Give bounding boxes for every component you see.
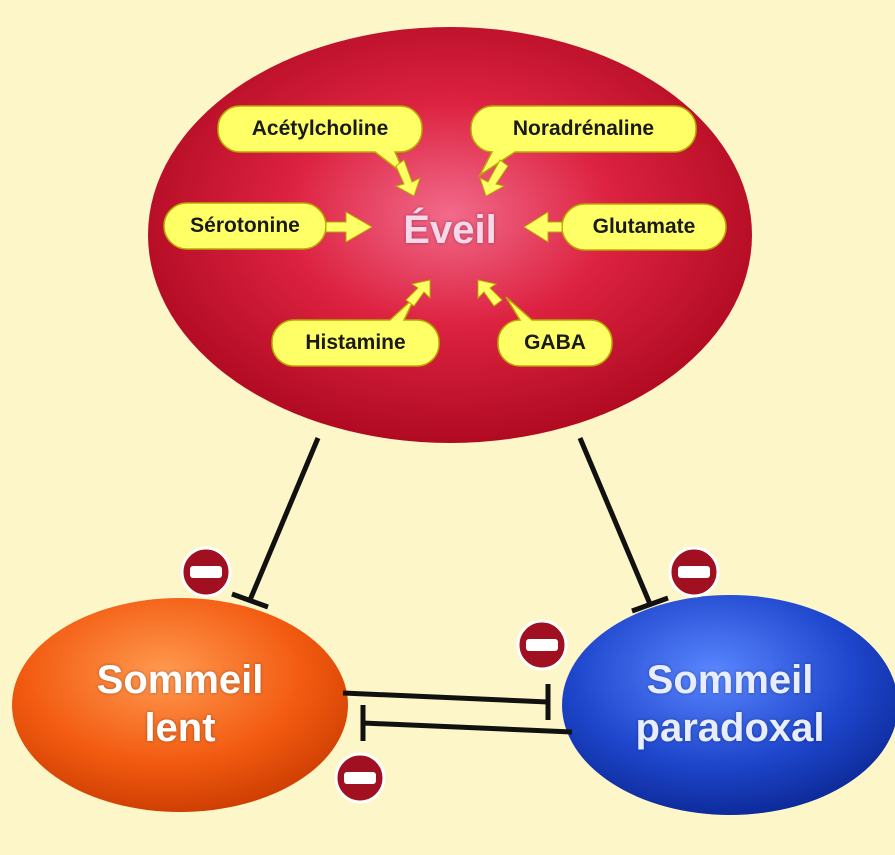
label-glutamate: Glutamate xyxy=(592,215,696,238)
rem-sleep-line2: paradoxal xyxy=(635,706,825,750)
arrow-gaba xyxy=(477,279,503,307)
label-gaba: GABA xyxy=(524,331,586,354)
arrow-serotonine xyxy=(325,211,374,243)
arrow-acetylcholine xyxy=(394,159,421,197)
rem-sleep-label: Sommeil paradoxal xyxy=(590,648,870,760)
rem-sleep-line1: Sommeil xyxy=(646,658,814,702)
inhibit-rem-to-slow xyxy=(360,705,573,741)
wake-label: Éveil xyxy=(403,208,497,252)
minus-badge-wake-rem xyxy=(668,546,720,598)
bubble-noradrenaline xyxy=(470,105,697,178)
inhibit-slow-to-rem xyxy=(342,684,551,720)
label-acetylcholine: Acétylcholine xyxy=(251,117,389,140)
slow-sleep-line2: lent xyxy=(144,706,216,750)
minus-badge-slow-rem xyxy=(516,619,568,671)
rem-sleep-ellipse xyxy=(562,595,895,815)
bubble-gaba xyxy=(497,296,613,367)
label-histamine: Histamine xyxy=(305,331,406,354)
label-serotonine: Sérotonine xyxy=(190,214,300,237)
minus-badge-rem-slow xyxy=(334,752,386,804)
arrow-noradrenaline xyxy=(479,159,509,197)
bubble-histamine xyxy=(271,296,440,367)
slow-sleep-line1: Sommeil xyxy=(96,658,264,702)
label-noradrenaline: Noradrénaline xyxy=(512,117,655,140)
slow-sleep-ellipse xyxy=(12,598,348,812)
inhibit-wake-to-slow xyxy=(231,437,321,610)
minus-badge-wake-slow xyxy=(180,546,232,598)
arrow-histamine xyxy=(405,279,431,307)
inhibit-wake-to-rem xyxy=(577,437,669,614)
slow-sleep-label: Sommeil lent xyxy=(40,648,320,760)
arrow-glutamate xyxy=(523,211,563,243)
